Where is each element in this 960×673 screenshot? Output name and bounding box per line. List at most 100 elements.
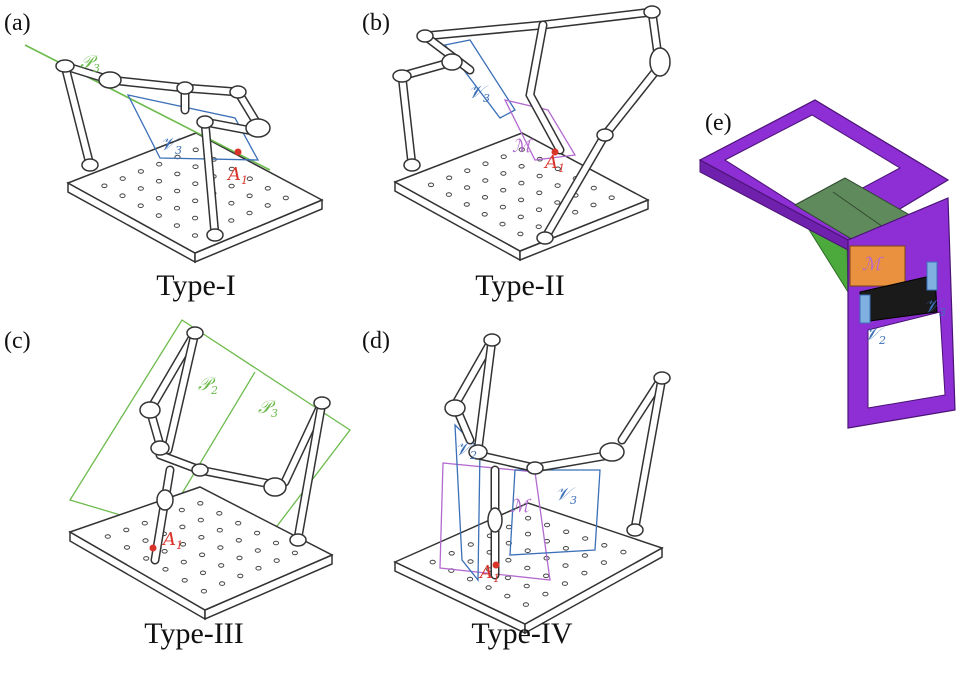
plate-hole [155,213,162,218]
plate-hole [562,546,570,551]
plate-hole [119,193,126,198]
type-label-d: Type-IV [471,617,573,650]
plate-hole [518,164,525,169]
plate-hole [561,581,569,586]
plate-hole [142,538,149,543]
base-plate-d [393,502,664,635]
plate-hole [155,196,162,201]
base-plate-a [66,132,324,264]
point-a1-c [149,544,157,552]
plate-hole [535,207,543,212]
plate-hole [524,531,532,537]
plate-hole [522,602,530,607]
plate-hole [504,575,511,581]
plate-hole [246,210,253,216]
plate-hole [554,183,561,188]
plate-hole [464,168,471,173]
plate-hole [162,567,169,572]
plate-hole [137,203,144,208]
plane-m-d [439,462,551,581]
plate-hole [536,173,543,179]
plate-hole [156,161,163,167]
plate-hole [197,517,204,523]
plate-hole [123,545,131,550]
plane-v3-b [443,39,516,119]
motion-block [849,245,906,287]
plate-hole [273,558,280,563]
plate-hole [518,197,525,203]
type-label-c: Type-III [144,617,244,650]
plate-hole [525,515,532,521]
symbol-v3-b: 𝒱3 [468,82,490,105]
plate-hole [254,530,261,536]
plate-hole [517,231,524,237]
plate-hole [228,218,235,223]
base-plate-c [68,486,334,621]
plate-hole [200,588,207,594]
plate-hole [199,570,207,576]
plate-hole [446,175,453,181]
panel-letter-c: (c) [4,328,31,354]
plate-hole [173,205,181,211]
plate-hole [228,183,235,189]
plate-hole [535,224,542,229]
plate-hole [517,214,524,220]
plate-hole [590,202,597,208]
plate-hole [235,520,242,526]
plate-hole [485,585,492,590]
plate-hole [504,593,511,599]
plate-hole [554,200,561,205]
plate-hole [174,171,181,177]
plate-hole [141,520,148,526]
plate-hole [482,178,489,183]
plate-hole [179,524,186,530]
plate-hole [562,563,569,568]
plate-hole [544,522,551,528]
plate-hole [523,583,530,589]
plate-hole [191,233,199,238]
plate-hole [246,176,253,181]
plate-hole [505,557,512,563]
plate-hole [199,552,206,558]
panel-letter-b: (b) [362,10,390,36]
plate-hole [542,591,549,597]
plate-hole [104,534,111,539]
plate-hole [218,563,225,568]
plane-v3-d [509,469,601,556]
plate-hole [467,559,474,564]
symbol-m-d: ℳ [510,496,532,517]
plate-hole [236,555,243,561]
plate-hole [590,185,597,191]
plate-hole [563,529,570,535]
plate-hole [228,200,235,206]
plate-hole [254,548,261,553]
symbol-a1-b: A1 [543,152,565,175]
plate-hole [500,187,507,193]
plate-hole [181,578,188,583]
plate-hole [518,180,525,186]
symbol-p3-c: 𝒫3 [258,397,278,420]
plate-hole [155,178,163,184]
plate-hole [518,147,525,152]
symbol-a1-c: A1 [161,529,183,552]
plate-hole [524,565,531,571]
mechanism-a [55,59,271,242]
plate-hole [464,185,471,190]
plate-hole [173,223,180,228]
symbol-v3-a: 𝒱3 [160,134,182,157]
panel-d: (d) 𝒱2 ℳ 𝒱3 A1 [362,328,671,650]
plate-hole [264,203,271,208]
plane-v3-a [126,94,260,161]
point-a1-d [492,561,500,569]
plate-hole [467,542,474,547]
symbol-m-e: ℳ [862,254,884,275]
panel-letter-e: (e) [705,110,732,136]
plate-hole [123,527,130,533]
plate-hole [536,190,543,196]
plate-hole [180,559,187,565]
panel-b: (b) 𝒱3 ℳ A1 Typ [362,5,671,302]
plate-hole [137,169,144,174]
plate-hole [192,181,199,186]
plate-hole [272,540,280,546]
